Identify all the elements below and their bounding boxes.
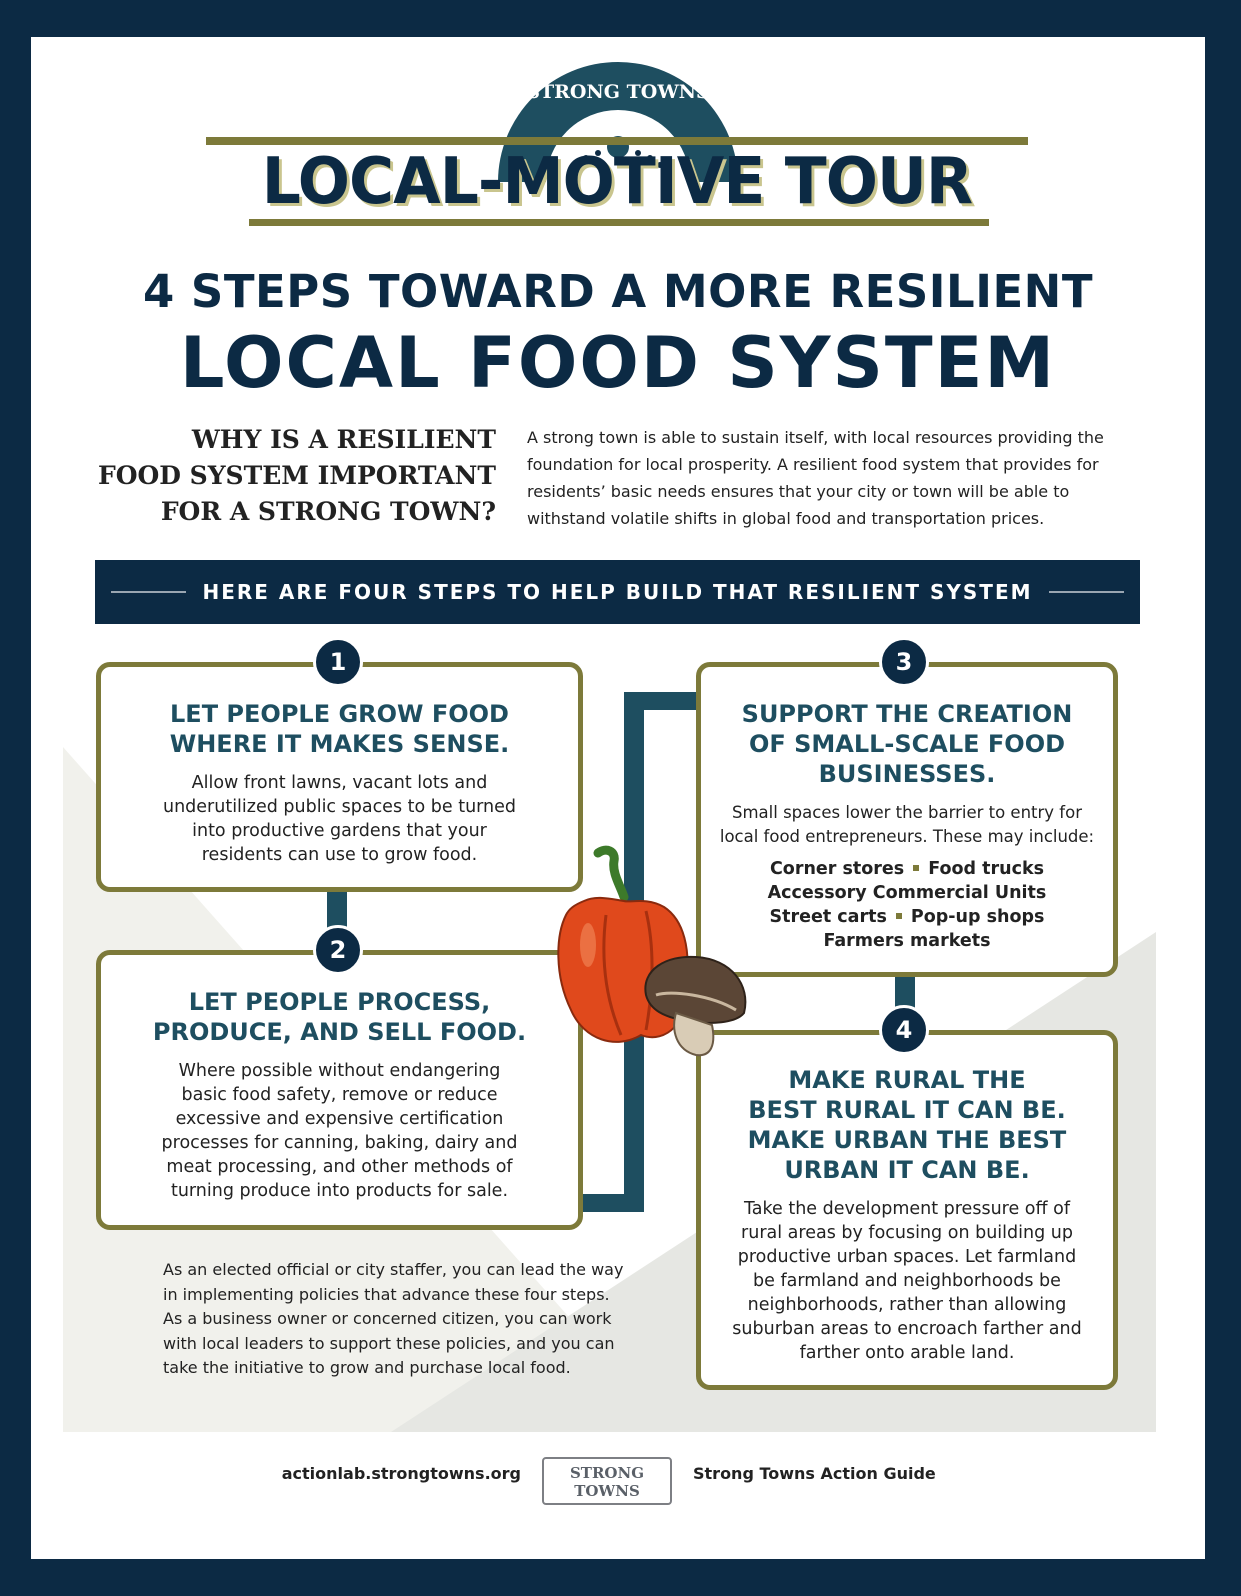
- step-4-title-line2: BEST RURAL IT CAN BE.: [748, 1096, 1066, 1124]
- step-2-body: Where possible without endangering basic…: [161, 1061, 518, 1201]
- step-2-card: LET PEOPLE PROCESS, PRODUCE, AND SELL FO…: [96, 950, 583, 1230]
- connector-to-2: [579, 1194, 639, 1212]
- footer-strong-towns-logo: STRONG TOWNS: [542, 1457, 672, 1505]
- mushroom-icon: [644, 955, 747, 1057]
- arch-text: STRONG TOWNS: [526, 81, 710, 103]
- step-1-body: Allow front lawns, vacant lots and under…: [162, 773, 517, 865]
- step-4-body: Take the development pressure off of rur…: [732, 1199, 1082, 1363]
- logo-line2: TOWNS: [574, 1482, 640, 1500]
- step-2-title-line1: LET PEOPLE PROCESS,: [188, 988, 491, 1016]
- step-3-list: Corner stores Food trucks Accessory Comme…: [701, 857, 1113, 953]
- step-3-title: SUPPORT THE CREATION OF SMALL-SCALE FOOD…: [701, 699, 1113, 789]
- tour-title: LOCAL-MOTIVE TOUR: [261, 145, 974, 219]
- logo-line1: STRONG: [569, 1464, 645, 1482]
- banner-rule-right: [1049, 591, 1124, 593]
- step-4-card: MAKE RURAL THE BEST RURAL IT CAN BE. MAK…: [696, 1030, 1118, 1390]
- step-2-title: LET PEOPLE PROCESS, PRODUCE, AND SELL FO…: [101, 987, 578, 1047]
- step-3-number: 3: [879, 637, 929, 687]
- banner-rule-left: [111, 591, 186, 593]
- flyer-page: STRONG TOWNS LOCAL-MOTIVE TOUR 4 STEPS T…: [31, 37, 1205, 1559]
- banner-text: HERE ARE FOUR STEPS TO HELP BUILD THAT R…: [202, 580, 1033, 604]
- footer-guide-label: Strong Towns Action Guide: [693, 1464, 936, 1483]
- step-4-title: MAKE RURAL THE BEST RURAL IT CAN BE. MAK…: [701, 1065, 1113, 1185]
- step-1-card: LET PEOPLE GROW FOOD WHERE IT MAKES SENS…: [96, 662, 583, 892]
- connector-to-3: [624, 692, 704, 710]
- step-1-number: 1: [313, 637, 363, 687]
- why-answer: A strong town is able to sustain itself,…: [527, 428, 1104, 528]
- step-3-body: Small spaces lower the barrier to entry …: [719, 803, 1095, 846]
- closing-note: As an elected official or city staffer, …: [163, 1260, 624, 1377]
- bullet-square: [913, 865, 920, 871]
- list-accessory-commercial-units: Accessory Commercial Units: [767, 883, 1047, 903]
- why-line2: FOOD SYSTEM IMPORTANT: [97, 461, 496, 490]
- step-2-title-line2: PRODUCE, AND SELL FOOD.: [152, 1018, 527, 1046]
- produce-illustration: [557, 845, 747, 1057]
- step-1-title-line1: LET PEOPLE GROW FOOD: [170, 700, 509, 728]
- step-3-list-row1: Corner stores Food trucks: [701, 857, 1113, 881]
- steps-banner: HERE ARE FOUR STEPS TO HELP BUILD THAT R…: [95, 560, 1140, 624]
- title-band-top: [206, 137, 1028, 145]
- step-3-title-line1: SUPPORT THE CREATION: [741, 700, 1073, 728]
- why-line1: WHY IS A RESILIENT: [191, 425, 496, 454]
- step-4-title-line3: MAKE URBAN THE BEST: [747, 1126, 1067, 1154]
- headline-line2: LOCAL FOOD SYSTEM: [179, 322, 1057, 404]
- bullet-square: [895, 913, 902, 919]
- strong-towns-arch-logo: STRONG TOWNS: [498, 62, 738, 182]
- list-farmers-markets: Farmers markets: [823, 931, 991, 951]
- footer-url[interactable]: actionlab.strongtowns.org: [281, 1464, 521, 1483]
- list-popup-shops: Pop-up shops: [910, 907, 1045, 927]
- list-street-carts: Street carts: [769, 907, 887, 927]
- step-2-number: 2: [313, 925, 363, 975]
- why-line3: FOR A STRONG TOWN?: [160, 497, 496, 526]
- step-3-list-row3: Street carts Pop-up shops: [701, 905, 1113, 929]
- step-4-number: 4: [879, 1005, 929, 1055]
- step-4-title-line1: MAKE RURAL THE: [788, 1066, 1026, 1094]
- list-corner-stores: Corner stores: [769, 859, 905, 879]
- step-1-title: LET PEOPLE GROW FOOD WHERE IT MAKES SENS…: [101, 699, 578, 759]
- step-3-title-line2: OF SMALL-SCALE FOOD: [748, 730, 1066, 758]
- headline-line1: 4 STEPS TOWARD A MORE RESILIENT: [142, 265, 1094, 318]
- list-food-trucks: Food trucks: [928, 859, 1045, 879]
- step-4-title-line4: URBAN IT CAN BE.: [784, 1156, 1030, 1184]
- step-1-title-line2: WHERE IT MAKES SENSE.: [169, 730, 510, 758]
- why-question: WHY IS A RESILIENT FOOD SYSTEM IMPORTANT…: [76, 422, 496, 530]
- title-band-bottom: [249, 219, 989, 226]
- step-3-title-line3: BUSINESSES.: [818, 760, 996, 788]
- step-3-card: SUPPORT THE CREATION OF SMALL-SCALE FOOD…: [696, 662, 1118, 977]
